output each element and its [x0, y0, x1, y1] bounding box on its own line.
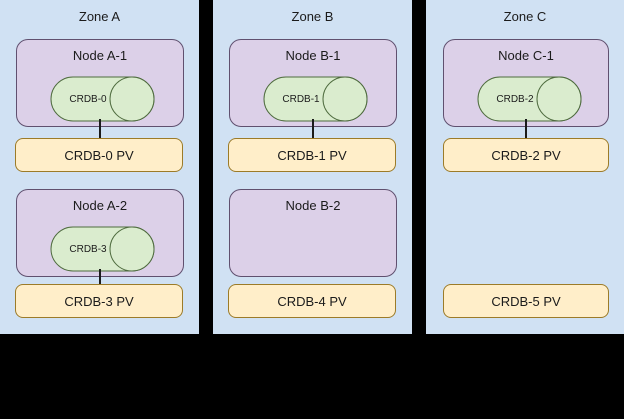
node-a-1[interactable]: Node A-1 CRDB-0 [16, 39, 184, 127]
pod-crdb-3[interactable]: CRDB-3 [50, 226, 155, 272]
pod-crdb-1-label: CRDB-1 [282, 93, 320, 105]
pv-crdb-0[interactable]: CRDB-0 PV [15, 138, 183, 172]
pv-crdb-2[interactable]: CRDB-2 PV [443, 138, 609, 172]
pod-crdb-2-label: CRDB-2 [496, 93, 534, 105]
pv-crdb-5[interactable]: CRDB-5 PV [443, 284, 609, 318]
zone-a[interactable]: Zone A Node A-1 CRDB-0 CRDB-0 PV Node A-… [0, 0, 199, 334]
zone-a-title: Zone A [78, 9, 121, 24]
connector-node-a-2-to-pv [99, 269, 101, 289]
node-c-1-title: Node C-1 [498, 48, 554, 63]
pod-crdb-0[interactable]: CRDB-0 [50, 76, 155, 122]
node-b-1-title: Node B-1 [285, 48, 341, 63]
pod-crdb-1[interactable]: CRDB-1 [263, 76, 368, 122]
pod-crdb-3-label: CRDB-3 [69, 243, 107, 255]
zone-c-title: Zone C [503, 9, 547, 24]
pv-crdb-1[interactable]: CRDB-1 PV [228, 138, 396, 172]
node-a-1-title: Node A-1 [72, 48, 128, 63]
connector-node-c-1-to-pv [525, 119, 527, 139]
node-a-2[interactable]: Node A-2 CRDB-3 [16, 189, 184, 277]
connector-node-a-1-to-pv [99, 119, 101, 139]
pod-crdb-2[interactable]: CRDB-2 [477, 76, 582, 122]
zone-b-title: Zone B [291, 9, 334, 24]
node-b-2[interactable]: Node B-2 [229, 189, 397, 277]
node-c-1[interactable]: Node C-1 CRDB-2 [443, 39, 609, 127]
pv-crdb-3[interactable]: CRDB-3 PV [15, 284, 183, 318]
node-b-1[interactable]: Node B-1 CRDB-1 [229, 39, 397, 127]
node-b-2-title: Node B-2 [285, 198, 341, 213]
zone-b[interactable]: Zone B Node B-1 CRDB-1 CRDB-1 PV Node B-… [213, 0, 412, 334]
node-a-2-title: Node A-2 [72, 198, 128, 213]
pod-crdb-0-label: CRDB-0 [69, 93, 107, 105]
zone-c[interactable]: Zone C Node C-1 CRDB-2 CRDB-2 PV CRDB-5 … [426, 0, 624, 334]
connector-node-b-1-to-pv [312, 119, 314, 139]
pv-crdb-4[interactable]: CRDB-4 PV [228, 284, 396, 318]
